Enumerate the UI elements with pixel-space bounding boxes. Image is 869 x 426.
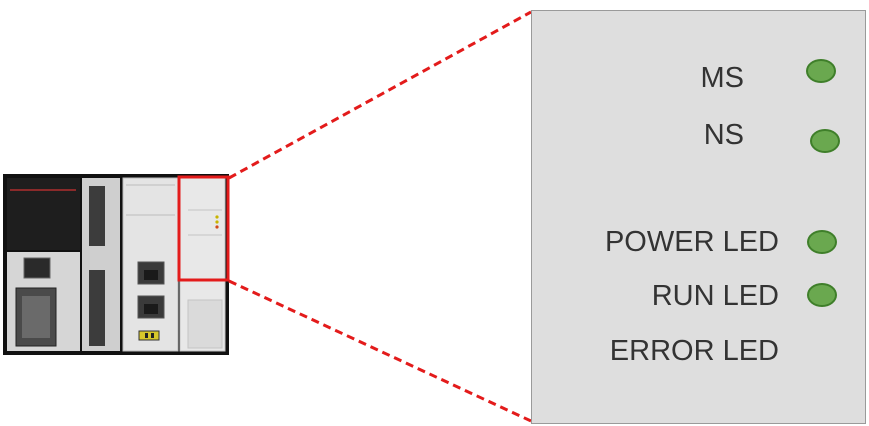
led-label-error: ERROR LED — [609, 335, 779, 367]
led-label-ms: MS — [700, 62, 745, 94]
led-label-power: POWER LED — [604, 226, 779, 258]
usb-port — [23, 257, 51, 279]
led-label-ns: NS — [703, 119, 744, 151]
led-callout-panel: MS NS POWER LED RUN LED ERROR LED — [531, 10, 866, 424]
zoom-line-top — [228, 10, 532, 180]
cpu-module-top — [7, 178, 80, 250]
status-strip — [138, 330, 160, 341]
ns-led-icon — [810, 129, 840, 153]
ms-led-icon — [806, 59, 836, 83]
power-led-icon — [807, 230, 837, 254]
highlight-box — [177, 175, 230, 282]
zoom-line-bottom — [228, 279, 532, 423]
device-led-1 — [215, 215, 219, 219]
cpu-module-stripe — [10, 189, 76, 191]
device-led-3 — [215, 225, 219, 229]
run-led-icon — [807, 283, 837, 307]
led-label-run: RUN LED — [651, 280, 779, 312]
device-led-2 — [215, 220, 219, 224]
